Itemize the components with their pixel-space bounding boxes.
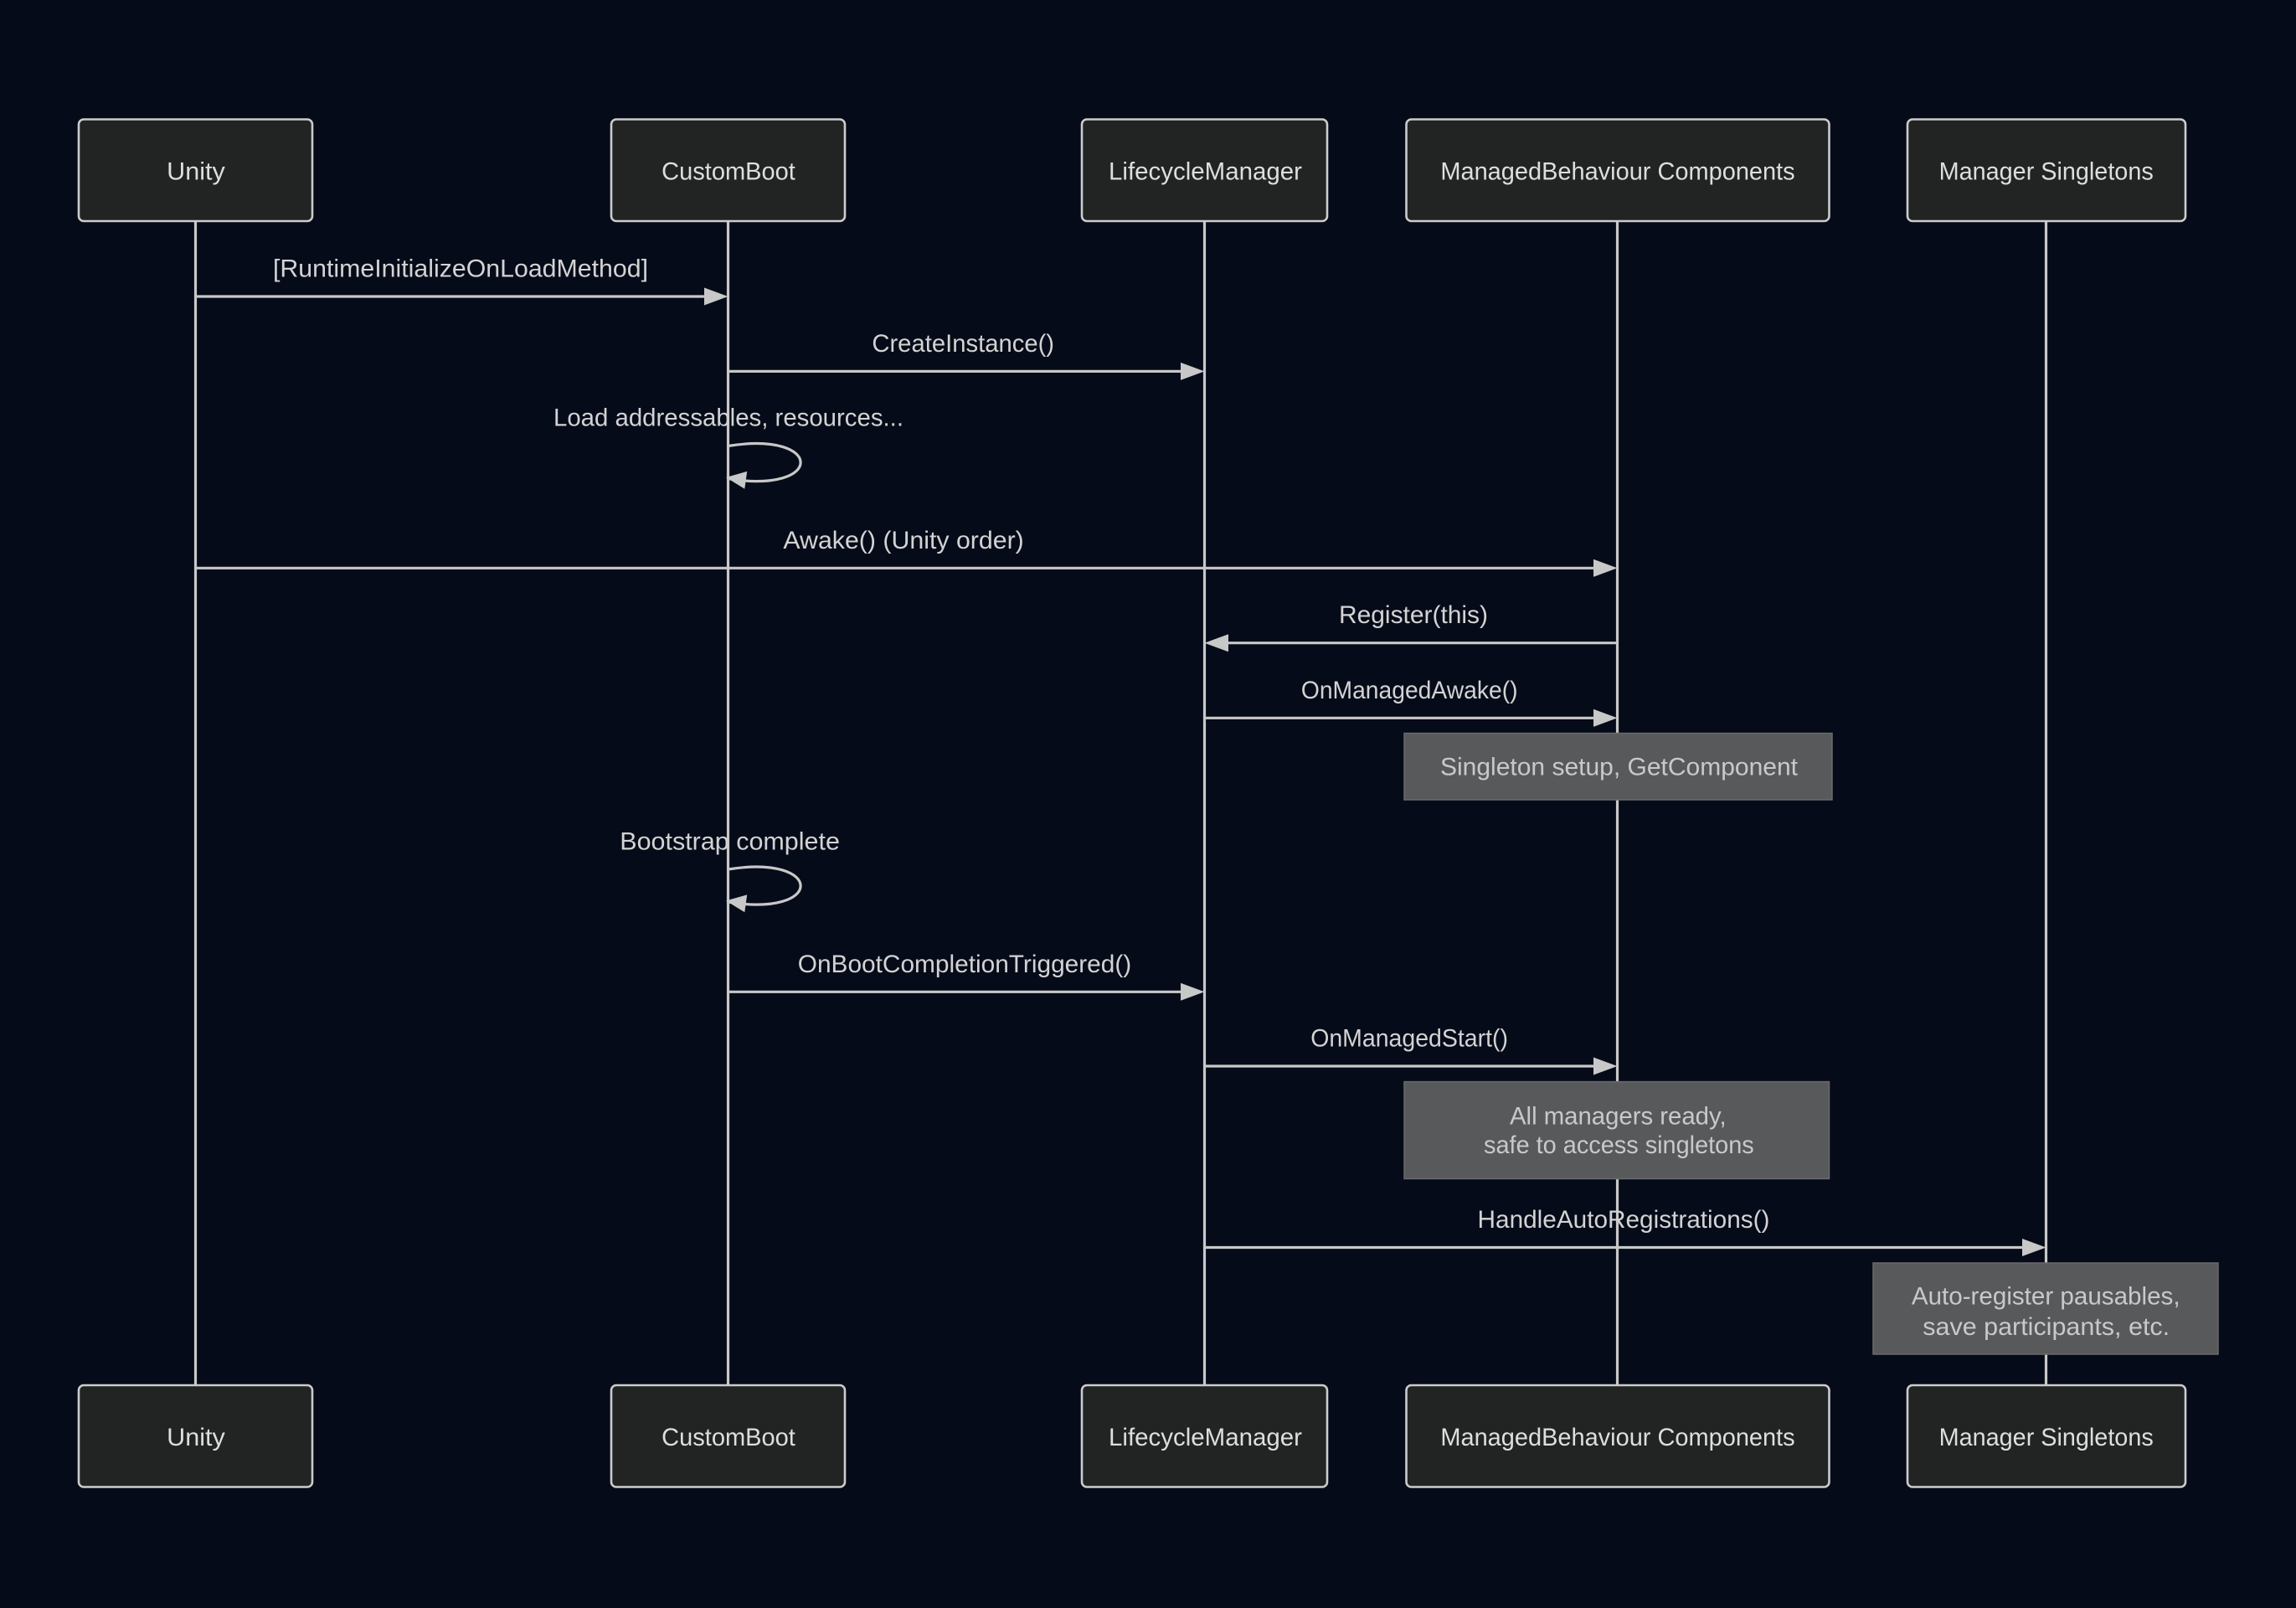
svg-text:save participants, etc.: save participants, etc. <box>1923 1313 2170 1341</box>
svg-text:Load addressables, resources..: Load addressables, resources... <box>553 405 903 432</box>
svg-text:CustomBoot: CustomBoot <box>662 1424 795 1451</box>
svg-text:CreateInstance(): CreateInstance() <box>872 330 1054 358</box>
svg-text:CustomBoot: CustomBoot <box>662 158 795 186</box>
svg-text:ManagedBehaviour Components: ManagedBehaviour Components <box>1440 1424 1794 1451</box>
svg-text:OnManagedAwake(): OnManagedAwake() <box>1301 677 1518 704</box>
svg-text:LifecycleManager: LifecycleManager <box>1109 1424 1302 1451</box>
svg-text:OnManagedStart(): OnManagedStart() <box>1310 1025 1508 1053</box>
svg-text:safe to access singletons: safe to access singletons <box>1484 1131 1754 1159</box>
svg-text:Unity: Unity <box>167 158 225 186</box>
svg-text:All managers ready,: All managers ready, <box>1510 1102 1727 1130</box>
svg-text:Register(this): Register(this) <box>1339 601 1488 629</box>
svg-text:HandleAutoRegistrations(): HandleAutoRegistrations() <box>1478 1206 1770 1234</box>
svg-text:Auto-register pausables,: Auto-register pausables, <box>1912 1283 2180 1311</box>
svg-text:LifecycleManager: LifecycleManager <box>1109 158 1302 186</box>
svg-text:Manager Singletons: Manager Singletons <box>1939 1424 2154 1451</box>
svg-text:Awake() (Unity order): Awake() (Unity order) <box>783 527 1023 554</box>
svg-text:ManagedBehaviour Components: ManagedBehaviour Components <box>1440 158 1794 186</box>
svg-text:Manager Singletons: Manager Singletons <box>1939 158 2154 186</box>
svg-text:Singleton setup, GetComponent: Singleton setup, GetComponent <box>1440 754 1799 781</box>
svg-text:[RuntimeInitializeOnLoadMethod: [RuntimeInitializeOnLoadMethod] <box>273 255 648 283</box>
svg-text:OnBootCompletionTriggered(): OnBootCompletionTriggered() <box>798 951 1132 978</box>
svg-text:Unity: Unity <box>167 1424 225 1451</box>
svg-text:Bootstrap complete: Bootstrap complete <box>620 828 840 856</box>
